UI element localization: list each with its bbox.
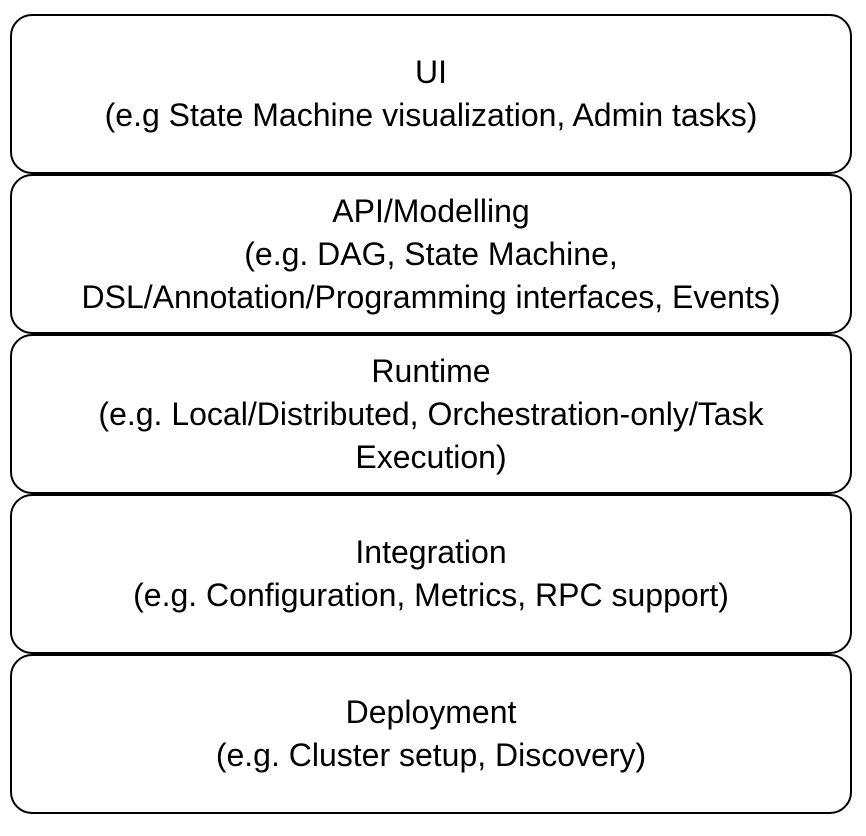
layer-runtime-title: Runtime [371,352,491,389]
layer-api-modelling: API/Modelling (e.g. DAG, State Machine, … [10,174,852,334]
layer-deployment: Deployment (e.g. Cluster setup, Discover… [10,654,852,814]
layer-ui: UI (e.g State Machine visualization, Adm… [10,14,852,174]
layer-api-description-line-1: (e.g. DAG, State Machine, [244,235,618,272]
layer-integration-description: (e.g. Configuration, Metrics, RPC suppor… [133,577,729,613]
layer-ui-description: (e.g State Machine visualization, Admin … [104,97,758,133]
layer-deployment-description: (e.g. Cluster setup, Discovery) [215,737,647,773]
layer-deployment-title: Deployment [345,694,517,730]
layer-runtime-description-line-1: (e.g. Local/Distributed, Orchestration-o… [98,395,764,432]
layer-api-title: API/Modelling [332,192,530,229]
layer-api-description-line-2: DSL/Annotation/Programming interfaces, E… [81,278,781,315]
layer-integration-title: Integration [355,534,507,570]
layer-runtime: Runtime (e.g. Local/Distributed, Orchest… [10,334,852,494]
layer-runtime-description-line-2: Execution) [355,438,507,475]
layer-integration: Integration (e.g. Configuration, Metrics… [10,494,852,654]
layer-ui-title: UI [415,54,447,90]
